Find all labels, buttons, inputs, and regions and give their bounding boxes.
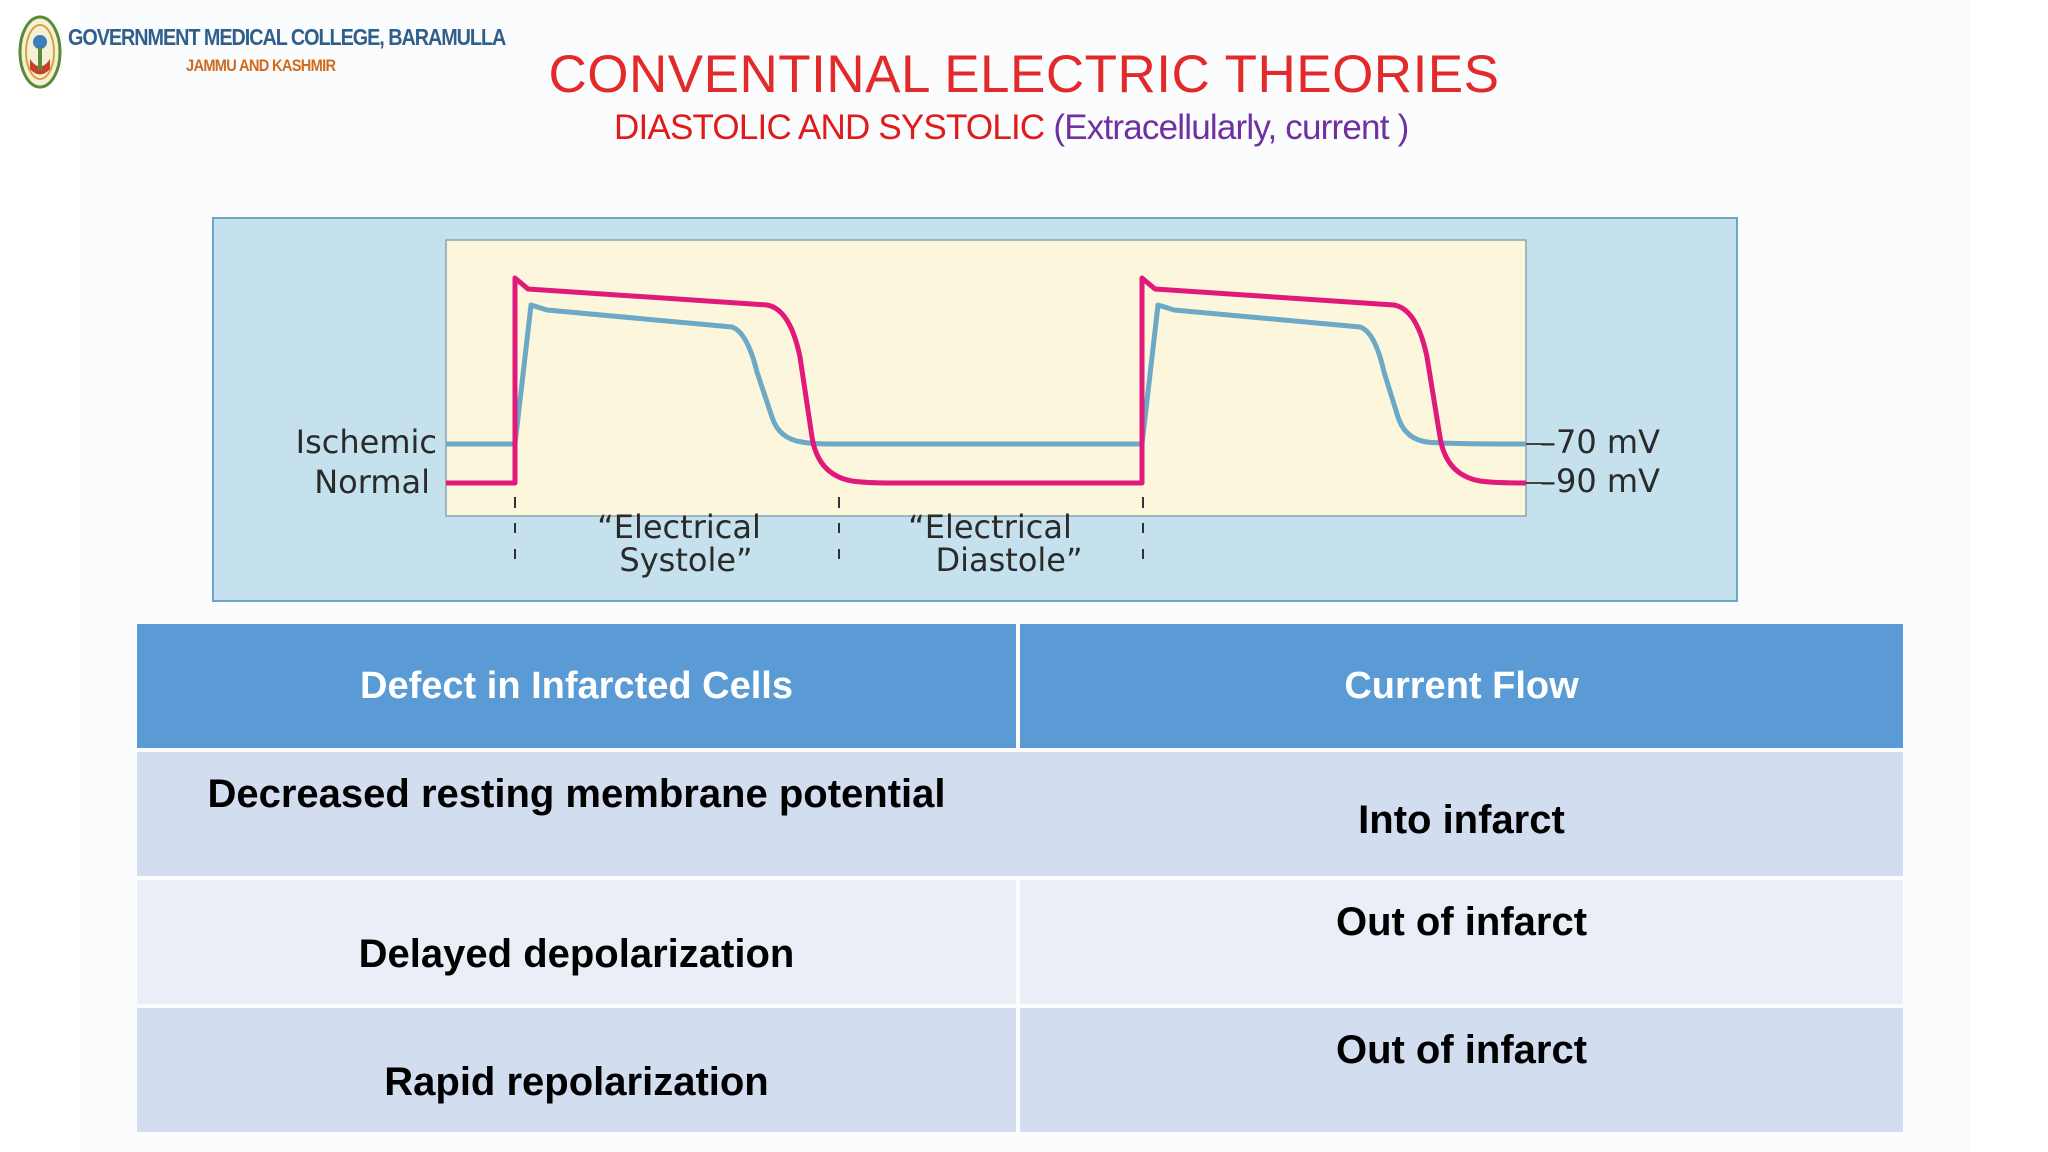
table-header: Defect in Infarcted Cells Current Flow [137,624,1903,748]
ischemic-label: Ischemic [296,423,437,461]
college-emblem-icon [18,15,62,89]
diastole-label-line1: “Electrical [908,508,1072,546]
slide-title: CONVENTINAL ELECTRIC THEORIES [548,45,1500,104]
row3-flow: Out of infarct [1020,1008,1903,1132]
table-row: Decreased resting membrane potential Int… [137,752,1903,876]
college-location: JAMMU AND KASHMIR [186,56,336,75]
subtitle-parenthetical: (Extracellularly, current ) [1053,108,1409,147]
subtitle-main: DIASTOLIC AND SYSTOLIC [614,108,1045,147]
header-defect: Defect in Infarcted Cells [137,624,1016,748]
systole-label-line1: “Electrical [597,508,761,546]
row2-flow: Out of infarct [1020,880,1903,1004]
phase-markers [514,497,1144,559]
normal-trace [446,275,1527,486]
row1-defect: Decreased resting membrane potential [137,752,1016,876]
header-current-flow: Current Flow [1020,624,1903,748]
ischemic-voltage-label: –70 mV [1540,423,1660,461]
college-name: GOVERNMENT MEDICAL COLLEGE, BARAMULLA [68,24,506,50]
row2-defect: Delayed depolarization [137,880,1016,1004]
table-row: Delayed depolarization Out of infarct [137,880,1903,1004]
normal-label: Normal [314,463,430,501]
row3-defect: Rapid repolarization [137,1008,1016,1132]
college-logo: GOVERNMENT MEDICAL COLLEGE, BARAMULLA JA… [18,14,506,94]
trace-panel [445,239,1527,517]
normal-voltage-label: –90 mV [1540,462,1660,500]
action-potential-diagram: Ischemic Normal –70 mV –90 mV “Electrica… [212,217,1738,602]
diastole-label-line2: Diastole” [935,541,1082,579]
slide-subtitle: DIASTOLIC AND SYSTOLIC (Extracellularly,… [614,108,1409,148]
table-row: Rapid repolarization Out of infarct [137,1008,1903,1132]
systole-label-line2: Systole” [619,541,752,579]
row1-flow: Into infarct [1020,752,1903,876]
